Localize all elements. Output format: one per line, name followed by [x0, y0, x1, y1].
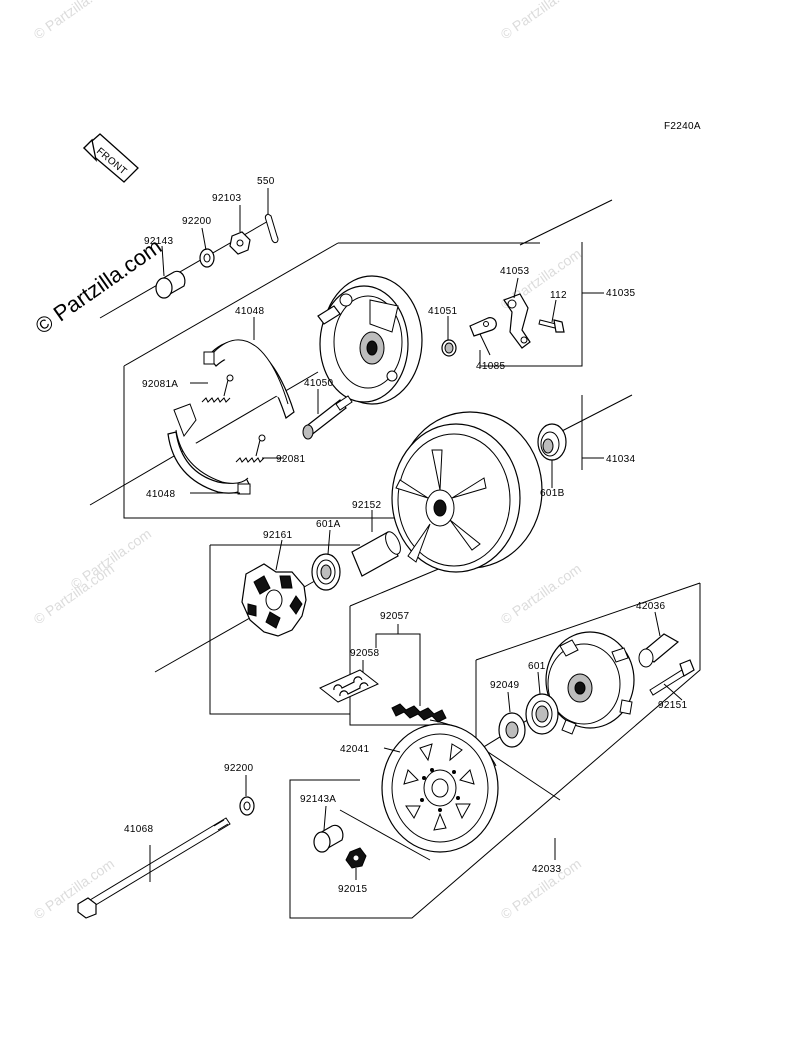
bearing-601-part [525, 693, 559, 735]
label-41048-bottom: 41048 [146, 489, 175, 500]
label-92143: 92143 [144, 236, 173, 247]
label-601B: 601B [540, 488, 565, 499]
axle-part [77, 817, 231, 919]
collar-part-92143A [313, 824, 344, 853]
brake-shoe-upper-part [203, 339, 295, 419]
collar-part-top [155, 270, 186, 299]
label-41068: 41068 [124, 824, 153, 835]
front-arrow-icon: FRONT [83, 133, 139, 183]
brake-shoe-lower-part [167, 403, 251, 495]
label-41050: 41050 [304, 378, 333, 389]
label-550: 550 [257, 176, 275, 187]
nut-part-92015 [345, 847, 367, 869]
brake-lever-part [503, 293, 531, 349]
label-41051: 41051 [428, 306, 457, 317]
label-92081A: 92081A [142, 379, 178, 390]
label-92058: 92058 [350, 648, 379, 659]
spacer-part-92152 [351, 531, 401, 577]
bolt-part-112 [538, 319, 565, 333]
label-92151: 92151 [658, 700, 687, 711]
watermark-tile: © Partzilla.com [498, 560, 584, 627]
label-42036: 42036 [636, 601, 665, 612]
watermark-tile: © Partzilla.com [498, 0, 584, 42]
label-92081: 92081 [276, 454, 305, 465]
label-92049: 92049 [490, 680, 519, 691]
seal-part-41051 [441, 339, 457, 357]
watermark-tile: © Partzilla.com [31, 855, 117, 922]
label-92103: 92103 [212, 193, 241, 204]
hub-damper-part [241, 563, 307, 637]
castle-nut-part [229, 231, 251, 255]
label-42041: 42041 [340, 744, 369, 755]
bearing-601B-part [537, 423, 567, 461]
washer-part-top [199, 248, 215, 268]
label-92015: 92015 [338, 884, 367, 895]
sprocket-part [381, 723, 499, 853]
chain-joint-part [319, 669, 379, 703]
label-601A: 601A [316, 519, 341, 530]
label-92161: 92161 [263, 530, 292, 541]
label-601: 601 [528, 661, 546, 672]
watermark-tile: © Partzilla.com [68, 525, 154, 592]
wear-indicator-part [469, 317, 497, 337]
figure-code: F2240A [664, 121, 701, 132]
spring-92081A-part [201, 374, 234, 403]
washer-part-bottom [239, 796, 255, 816]
label-92057: 92057 [380, 611, 409, 622]
cotter-pin-part [264, 213, 279, 244]
brake-panel-part [317, 275, 423, 405]
watermark-main: © Partzilla.com [31, 234, 167, 340]
watermark-tile: © Partzilla.com [31, 0, 117, 42]
label-92152: 92152 [352, 500, 381, 511]
bearing-601A-part [311, 553, 341, 591]
leader-lines [149, 188, 683, 882]
cam-shaft-part [302, 395, 353, 440]
label-41034: 41034 [606, 454, 635, 465]
label-41035: 41035 [606, 288, 635, 299]
label-42033: 42033 [532, 864, 561, 875]
label-41048-top: 41048 [235, 306, 264, 317]
label-41085: 41085 [476, 361, 505, 372]
label-92200-top: 92200 [182, 216, 211, 227]
part-labels: 550 92103 92200 92143 41048 92081A 92081… [124, 176, 687, 895]
spring-92081-part [235, 434, 266, 463]
label-41053: 41053 [500, 266, 529, 277]
oil-seal-part [498, 712, 526, 748]
label-92143A: 92143A [300, 794, 336, 805]
sprocket-coupling-part [545, 631, 635, 735]
wheel-part [391, 411, 543, 573]
bolt-part-92151 [649, 659, 695, 696]
label-92200-bottom: 92200 [224, 763, 253, 774]
label-112: 112 [550, 290, 567, 301]
collar-part-42036 [638, 633, 680, 668]
